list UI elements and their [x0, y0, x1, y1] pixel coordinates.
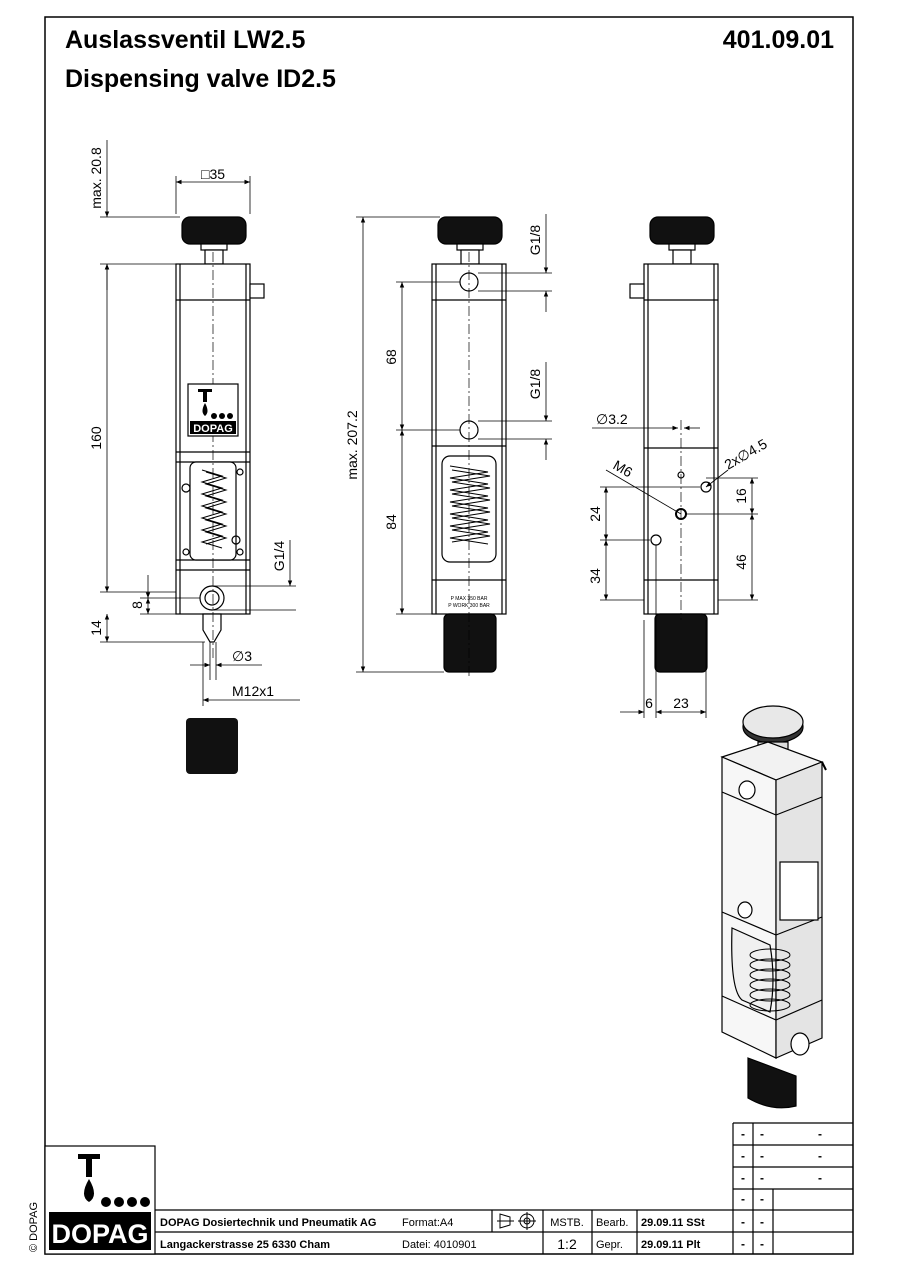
front-knob: [181, 216, 247, 245]
rev-dash: -: [818, 1171, 822, 1185]
dim-offset-14: 14: [88, 620, 104, 636]
side-plate-line2: P WORK 300 BAR: [448, 603, 490, 609]
rear-view: [629, 216, 719, 673]
title-german: Auslassventil LW2.5: [65, 26, 305, 54]
checked-label: Gepr.: [596, 1239, 623, 1251]
projection-symbol: [497, 1212, 536, 1230]
dim-bore: ∅3: [232, 648, 252, 664]
dim-m6: M6: [611, 457, 636, 481]
scale-value: 1:2: [557, 1236, 577, 1252]
rev-dash: -: [760, 1215, 764, 1229]
dim-port: G1/4: [271, 541, 287, 572]
rear-knob: [649, 216, 715, 245]
dim-offset-8: 8: [129, 601, 145, 609]
dim-spacing-68: 68: [383, 349, 399, 365]
dim-23: 23: [673, 695, 689, 711]
dim-max-top: max. 20.8: [88, 147, 104, 209]
dim-hole: ∅3.2: [596, 411, 628, 427]
dim-holes-2x: 2x∅4.5: [722, 435, 770, 472]
rev-dash: -: [760, 1171, 764, 1185]
rev-dash: -: [760, 1237, 764, 1251]
dim-thread: M12x1: [232, 683, 274, 699]
edited-label: Bearb.: [596, 1217, 628, 1229]
checked-date: 29.09.11 Plt: [641, 1239, 701, 1251]
scale-label: MSTB.: [550, 1217, 584, 1229]
dim-square: □35: [201, 166, 225, 182]
dim-16: 16: [733, 488, 749, 504]
dim-spacing-84: 84: [383, 514, 399, 530]
title-english: Dispensing valve ID2.5: [65, 65, 336, 93]
rev-dash: -: [741, 1192, 745, 1206]
title-block-logo: DOPAG: [49, 1154, 151, 1250]
file-number: Datei: 4010901: [402, 1239, 477, 1251]
dim-height: 160: [88, 426, 104, 450]
rev-dash: -: [741, 1149, 745, 1163]
isometric-view: [720, 705, 827, 1109]
copyright-note: © DOPAG: [28, 1202, 40, 1252]
dim-port-mid: G1/8: [527, 369, 543, 400]
paper-format: Format:A4: [402, 1217, 453, 1229]
company-address: Langackerstrasse 25 6330 Cham: [160, 1239, 330, 1251]
title-block: [44, 1122, 853, 1255]
front-cap: [186, 718, 238, 774]
isometric-spring: [749, 948, 791, 1012]
revision-table: - - - - - - - - - - - - - - -: [741, 1127, 822, 1251]
edited-date: 29.09.11 SSt: [641, 1217, 705, 1229]
front-view: [175, 216, 265, 660]
front-logo-text: DOPAG: [193, 423, 233, 435]
rev-dash: -: [741, 1215, 745, 1229]
rev-dash: -: [818, 1127, 822, 1141]
rev-dash: -: [760, 1127, 764, 1141]
front-logo: DOPAG: [187, 383, 239, 437]
rev-dash: -: [760, 1149, 764, 1163]
dim-max-height: max. 207.2: [344, 410, 360, 479]
drawing-number: 401.09.01: [723, 26, 834, 54]
dim-34: 34: [587, 568, 603, 584]
front-dimensions: [100, 140, 300, 706]
drawing-frame: [44, 16, 854, 1255]
rev-dash: -: [760, 1192, 764, 1206]
rev-dash: -: [741, 1171, 745, 1185]
dim-6: 6: [645, 695, 653, 711]
title-block-logo-text: DOPAG: [51, 1219, 148, 1249]
side-dimensions: [356, 214, 552, 673]
side-knob: [437, 216, 503, 245]
rev-dash: -: [741, 1127, 745, 1141]
dim-port-top: G1/8: [527, 225, 543, 256]
company-name: DOPAG Dosiertechnik und Pneumatik AG: [160, 1217, 376, 1229]
dim-24: 24: [587, 506, 603, 522]
dim-46: 46: [733, 554, 749, 570]
rear-dimensions: [592, 425, 758, 718]
rev-dash: -: [818, 1149, 822, 1163]
side-plate-line1: P MAX 350 BAR: [451, 596, 488, 602]
rev-dash: -: [741, 1237, 745, 1251]
